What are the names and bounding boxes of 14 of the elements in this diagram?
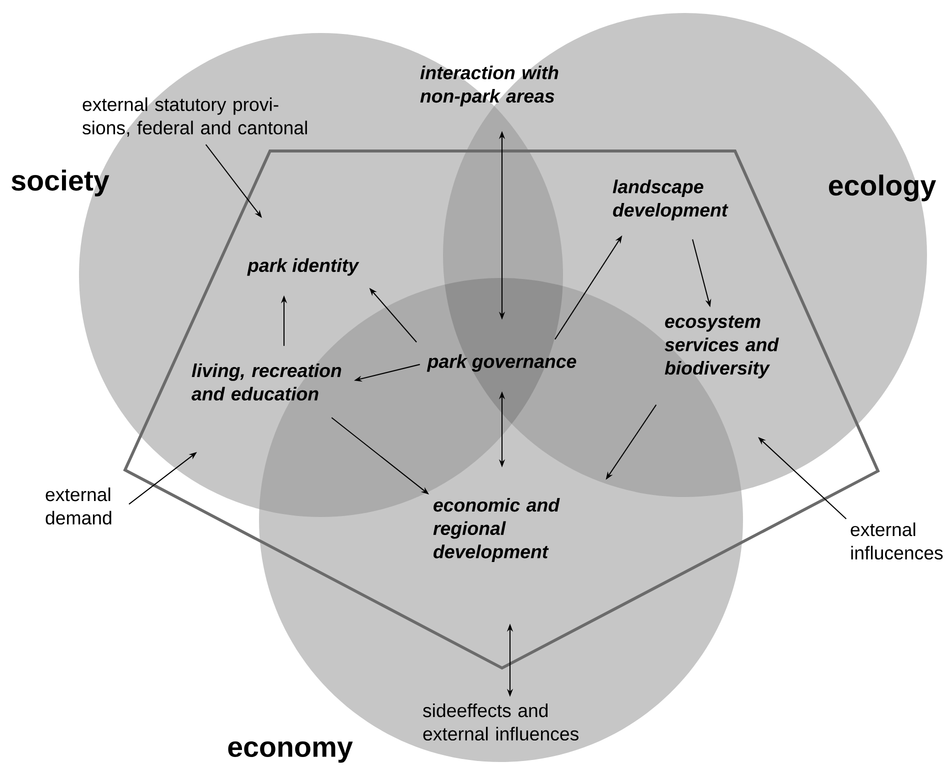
annotation-text: external statutory provi- sions, federal and cantonal	[82, 97, 307, 137]
annotation-text: external influcences	[850, 522, 943, 560]
circle-label: economy	[228, 741, 353, 763]
circle-label: society	[12, 170, 110, 196]
concept-label: park identity	[247, 258, 360, 276]
concept-label: landscape development	[612, 180, 728, 220]
concept-label: ecosystem services and biodiversity	[664, 316, 779, 378]
circle-label: ecology	[828, 174, 936, 202]
concept-label: park governance	[426, 354, 576, 372]
annotation-text: sideeffects and external influences	[423, 703, 578, 741]
concept-label: living, recreation and education	[192, 363, 342, 401]
concept-label: interaction with non-park areas	[420, 66, 558, 106]
annotation-text: external demand	[46, 487, 112, 525]
concept-label: economic and regional development	[433, 498, 560, 562]
